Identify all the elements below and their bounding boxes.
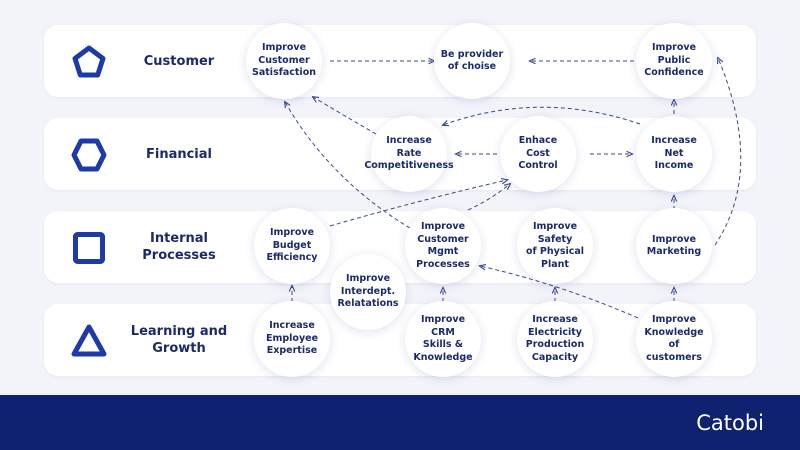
node-be-provider-of-choise[interactable]: Be provider of choise [434,23,510,99]
node-improve-customer-satisfaction[interactable]: Improve Customer Satisfaction [246,23,322,99]
footer-bar: Catobi [0,395,800,450]
triangle-icon [71,324,107,357]
node-enhace-cost-control[interactable]: Enhace Cost Control [500,116,576,192]
row-title: Financial [145,146,212,162]
node-increase-employee-expertise[interactable]: Increase Employee Expertise [254,301,330,377]
row-title: Learning and Growth [130,324,228,356]
node-increase-net-income[interactable]: Increase Net Income [636,116,712,192]
node-improve-marketing[interactable]: Improve Marketing [636,208,712,284]
brand-logo-text: Catobi [696,410,764,435]
node-increase-rate-competitiveness[interactable]: Increase Rate Competitiveness [364,116,454,192]
row-title: Internal Processes [142,231,216,263]
hexagon-icon [71,138,107,172]
node-improve-crm-skills-knowledge[interactable]: Improve CRM Skills & Knowledge [405,301,481,377]
node-improve-knowledge-of-customers[interactable]: Improve Knowledge of customers [636,301,712,377]
node-improve-customer-mgmt-processes[interactable]: Improve Customer Mgmt Processes [405,208,481,284]
pentagon-icon [72,45,106,78]
square-icon [73,232,105,264]
diagram-canvas: Customer Financial Internal Processes Le… [44,23,756,377]
node-improve-public-confidence[interactable]: Improve Public Confidence [636,23,712,99]
node-improve-budget-efficiency[interactable]: Improve Budget Efficiency [254,208,330,284]
node-improve-interdept-relatations[interactable]: Improve Interdept. Relatations [330,254,406,330]
node-increase-electricity-production-capacity[interactable]: Increase Electricity Production Capacity [517,301,593,377]
node-improve-safety-of-physical-plant[interactable]: Improve Safety of Physical Plant [517,208,593,284]
row-title: Customer [143,53,215,69]
